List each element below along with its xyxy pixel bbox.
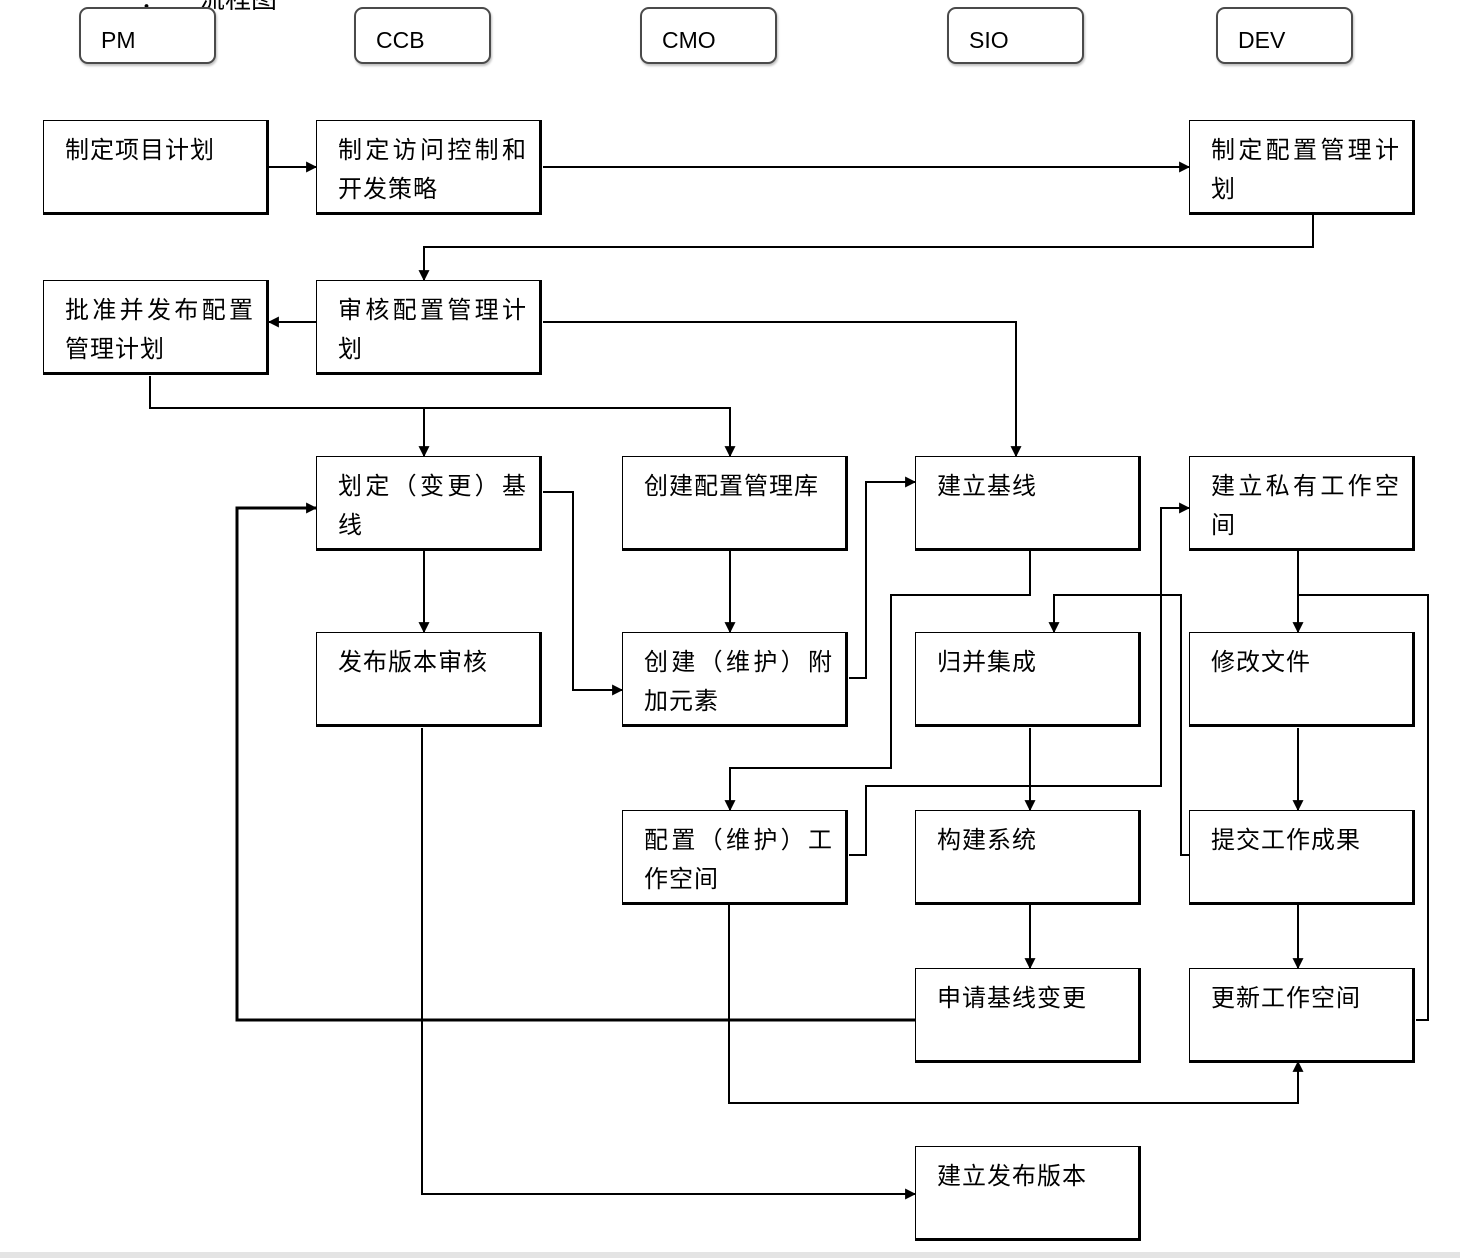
step-label: 归并集成 [937, 648, 1037, 676]
arrow-extra-elements-to-establish-baseline [849, 476, 917, 679]
step-make-project-plan: 制定项目计划 [43, 120, 269, 215]
step-label: 提交工作成果 [1211, 826, 1361, 854]
step-maintain-extra-elements: 创建（维护）附加元素 [622, 632, 848, 727]
lane-header-sio: SIO [947, 7, 1084, 64]
step-label: 批准并发布配置管理计划 [65, 296, 254, 363]
step-label: 制定项目计划 [65, 136, 215, 164]
lane-label: DEV [1238, 27, 1286, 53]
arrow-request-change-to-define-baseline [235, 502, 915, 1022]
step-establish-baseline: 建立基线 [915, 456, 1141, 551]
step-define-baseline: 划定（变更）基线 [316, 456, 542, 551]
page-title-fragment: ： 流程图 [140, 0, 277, 10]
arrow-define-baseline-to-extra-elements [543, 491, 624, 696]
lane-header-ccb: CCB [354, 7, 491, 64]
lane-header-cmo: CMO [640, 7, 777, 64]
step-label: 审核配置管理计划 [338, 296, 527, 363]
arrow-update-workspace-loop [1298, 594, 1429, 1021]
step-submit-work: 提交工作成果 [1189, 810, 1415, 905]
step-make-access-strategy: 制定访问控制和开发策略 [316, 120, 542, 215]
step-label: 创建配置管理库 [644, 472, 819, 500]
arrow-review-to-establish-baseline [543, 321, 1022, 458]
lane-label: CMO [662, 27, 716, 53]
step-label: 配置（维护）工作空间 [644, 826, 833, 893]
step-build-system: 构建系统 [915, 810, 1141, 905]
step-label: 更新工作空间 [1211, 984, 1361, 1012]
step-create-private-workspace: 建立私有工作空间 [1189, 456, 1415, 551]
lane-header-dev: DEV [1216, 7, 1353, 64]
arrow-cm-plan-to-review [418, 215, 1314, 282]
arrow-release-audit-to-build-release [421, 728, 917, 1200]
step-configure-workspace: 配置（维护）工作空间 [622, 810, 848, 905]
lane-label: SIO [969, 27, 1009, 53]
step-update-workspace: 更新工作空间 [1189, 968, 1415, 1063]
lane-label: CCB [376, 27, 425, 53]
step-label: 制定配置管理计划 [1211, 136, 1400, 203]
step-release-audit: 发布版本审核 [316, 632, 542, 727]
step-label: 发布版本审核 [338, 648, 488, 676]
step-make-cm-plan: 制定配置管理计划 [1189, 120, 1415, 215]
step-label: 建立私有工作空间 [1211, 472, 1400, 539]
step-label: 创建（维护）附加元素 [644, 648, 833, 715]
step-label: 制定访问控制和开发策略 [338, 136, 527, 203]
arrow-approve-to-define-and-library [149, 376, 736, 458]
step-label: 修改文件 [1211, 648, 1311, 676]
step-create-cm-library: 创建配置管理库 [622, 456, 848, 551]
arrow-configure-workspace-to-private-workspace [849, 502, 1191, 856]
step-label: 建立基线 [937, 472, 1037, 500]
step-approve-cm-plan: 批准并发布配置管理计划 [43, 280, 269, 375]
arrow-establish-baseline-to-configure-workspace [724, 551, 1031, 812]
step-build-release: 建立发布版本 [915, 1146, 1141, 1241]
step-review-cm-plan: 审核配置管理计划 [316, 280, 542, 375]
step-label: 申请基线变更 [937, 984, 1087, 1012]
page-bottom-divider [0, 1252, 1460, 1258]
step-modify-files: 修改文件 [1189, 632, 1415, 727]
arrow-submit-work-to-merge [1048, 594, 1189, 856]
arrow-configure-workspace-to-update-workspace [728, 905, 1304, 1104]
lane-label: PM [101, 27, 136, 53]
step-label: 划定（变更）基线 [338, 472, 527, 539]
step-merge-integrate: 归并集成 [915, 632, 1141, 727]
step-label: 构建系统 [937, 826, 1037, 854]
step-label: 建立发布版本 [937, 1162, 1087, 1190]
step-request-baseline-change: 申请基线变更 [915, 968, 1141, 1063]
lane-header-pm: PM [79, 7, 216, 64]
